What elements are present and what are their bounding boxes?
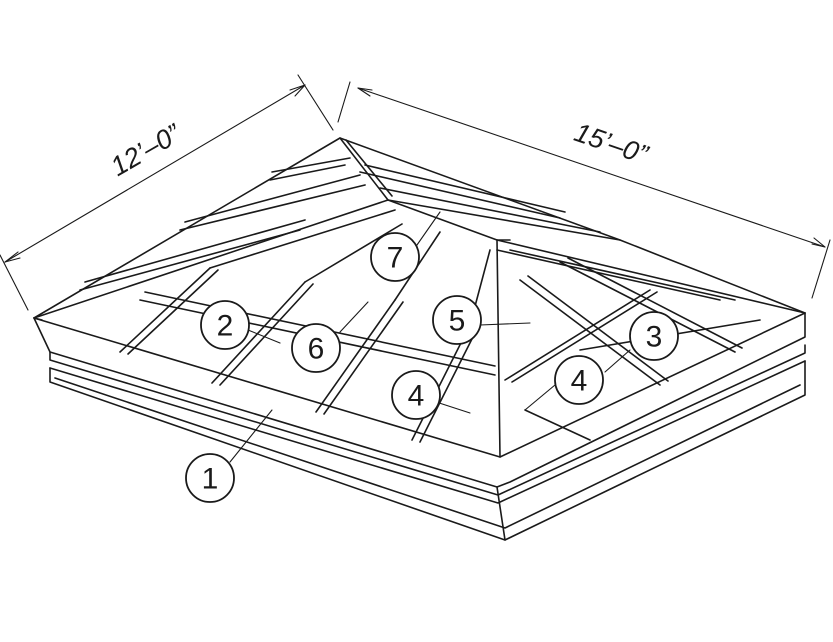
dimension-label-width: 12’–0”: [105, 118, 186, 182]
svg-text:4: 4: [571, 365, 588, 398]
dimension-label-length: 15’–0”: [571, 117, 653, 170]
callout-4a: 4: [391, 370, 441, 420]
svg-text:4: 4: [408, 380, 425, 413]
svg-text:5: 5: [449, 305, 466, 338]
svg-text:3: 3: [646, 321, 663, 354]
svg-text:1: 1: [202, 463, 219, 496]
callout-1: 1: [185, 453, 235, 503]
curb-base: [33, 312, 806, 541]
callout-5: 5: [432, 295, 482, 345]
callout-3: 3: [629, 311, 679, 361]
svg-text:7: 7: [387, 242, 404, 275]
svg-text:6: 6: [308, 333, 325, 366]
callout-7: 7: [370, 232, 420, 282]
roof-outline: [33, 137, 806, 458]
dimension-15ft: [337, 81, 831, 299]
callout-4b: 4: [554, 355, 604, 405]
callout-2: 2: [200, 300, 250, 350]
dimension-12ft: [0, 74, 334, 311]
callout-6: 6: [291, 323, 341, 373]
svg-text:2: 2: [217, 310, 234, 343]
